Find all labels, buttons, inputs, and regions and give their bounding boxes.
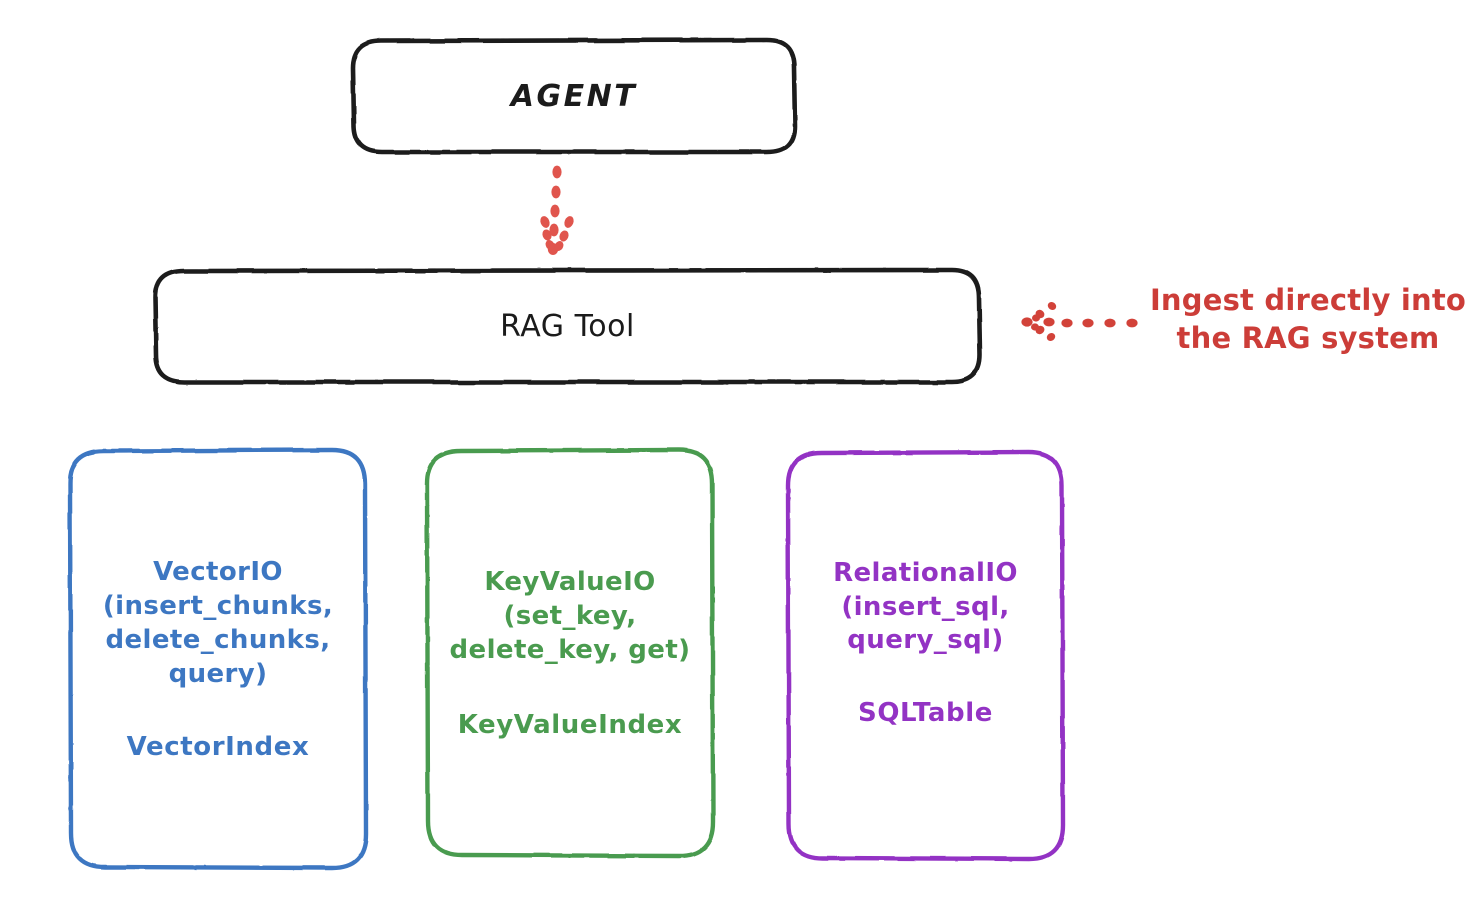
agent-box-outline: [350, 37, 798, 155]
agent-to-rag-arrow: [540, 165, 574, 255]
agent-node[interactable]: AGENT: [353, 40, 795, 153]
ingest-annotation-label: Ingest directly into the RAG system: [1149, 283, 1467, 355]
key-value-io-box-outline: [424, 447, 716, 859]
annotation-arrow: [1021, 301, 1138, 342]
vector-index-label: VectorIndex: [126, 731, 310, 762]
key-value-io-node[interactable]: KeyValueIO (set_key, delete_key, get) Ke…: [427, 450, 713, 856]
vector-io-title: VectorIO (insert_chunks, delete_chunks, …: [102, 557, 334, 689]
relational-io-box-outline: [785, 449, 1066, 862]
agent-label: AGENT: [510, 79, 638, 114]
rag-tool-box-outline: [152, 267, 983, 385]
rag-tool-node[interactable]: RAG Tool: [155, 270, 980, 383]
vector-io-node[interactable]: VectorIO (insert_chunks, delete_chunks, …: [70, 450, 366, 868]
key-value-io-title: KeyValueIO (set_key, delete_key, get): [449, 567, 691, 665]
key-value-index-label: KeyValueIndex: [457, 709, 683, 740]
relational-io-node[interactable]: RelationalIO (insert_sql, query_sql) SQL…: [788, 452, 1063, 859]
rag-tool-label: RAG Tool: [500, 309, 635, 344]
vector-io-box-outline: [67, 447, 369, 871]
sql-table-label: SQLTable: [858, 698, 993, 729]
relational-io-title: RelationalIO (insert_sql, query_sql): [833, 557, 1018, 656]
